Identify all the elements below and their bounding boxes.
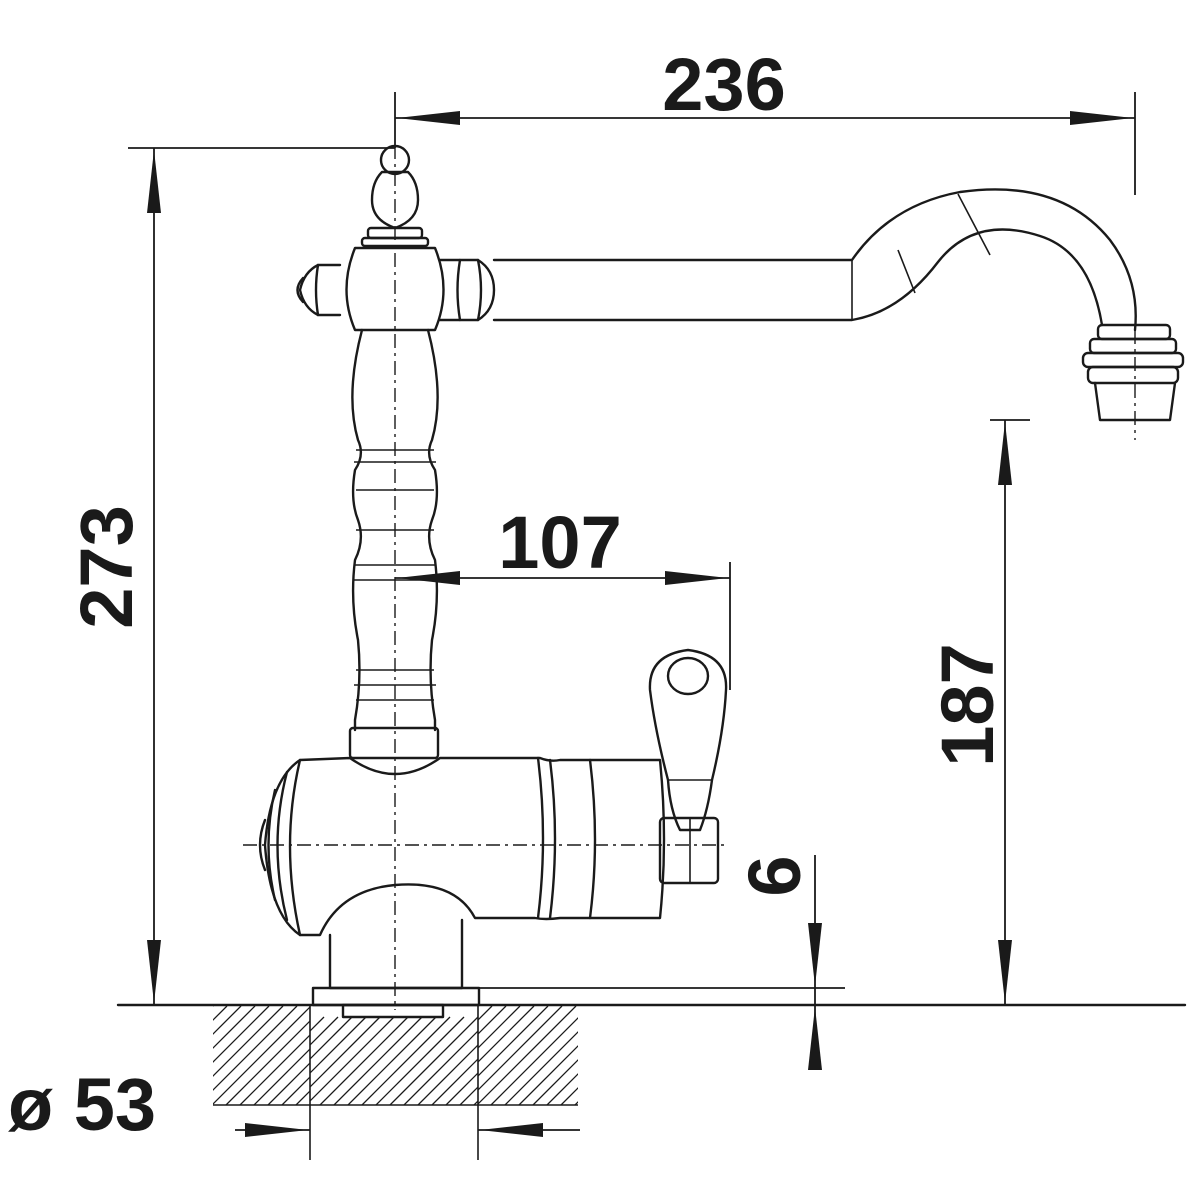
hatch-line bbox=[574, 1101, 578, 1105]
hatch-line bbox=[295, 1090, 310, 1105]
hatch-line bbox=[338, 1006, 437, 1105]
hatch-line bbox=[310, 1016, 339, 1046]
lever-distance-label: 107 bbox=[498, 501, 621, 584]
hatch-line bbox=[478, 1006, 535, 1063]
hatch-line bbox=[603, 1006, 702, 1105]
hatch-line bbox=[431, 1058, 478, 1105]
hatch-line bbox=[389, 1016, 478, 1105]
hatch-line bbox=[560, 1087, 578, 1105]
mount-neck bbox=[311, 918, 481, 1019]
head-hub bbox=[296, 246, 496, 332]
hatch-line bbox=[380, 1006, 479, 1105]
hatch-line bbox=[518, 1045, 578, 1105]
dimension-lever-distance: 107 bbox=[395, 501, 731, 690]
dimension-spout-height: 187 bbox=[926, 419, 1030, 1005]
hatch-line bbox=[310, 1016, 353, 1060]
hatch-line bbox=[546, 1073, 578, 1105]
hatch-line bbox=[589, 1006, 688, 1105]
hole-diameter-label: ø 53 bbox=[8, 1063, 156, 1146]
hatch-line bbox=[310, 1016, 367, 1074]
hatch-line bbox=[319, 1016, 409, 1105]
hatch-line bbox=[267, 1062, 310, 1105]
hatch-line bbox=[213, 1006, 270, 1063]
hatch-line bbox=[478, 1006, 507, 1035]
hatch-line bbox=[225, 1020, 310, 1105]
hatch-line bbox=[309, 1104, 310, 1105]
hatch-line bbox=[617, 1006, 716, 1105]
mixer-body bbox=[258, 756, 720, 937]
hatch-line bbox=[253, 1048, 310, 1105]
hatch-line bbox=[645, 1006, 744, 1105]
hatching-left bbox=[213, 1006, 479, 1105]
hatch-line bbox=[366, 1006, 465, 1105]
dimension-hole-diameter: ø 53 bbox=[8, 1063, 580, 1146]
hatch-line bbox=[459, 1086, 478, 1105]
countertop-section bbox=[116, 1003, 1187, 1160]
total-height-label: 273 bbox=[65, 505, 148, 628]
hatch-line bbox=[352, 1006, 451, 1105]
hatch-line bbox=[361, 1016, 451, 1105]
hatch-line bbox=[478, 1006, 563, 1091]
hatch-line bbox=[347, 1016, 437, 1105]
aerator bbox=[1081, 323, 1185, 422]
hatching-middle bbox=[310, 1016, 646, 1105]
column bbox=[348, 328, 440, 760]
hatch-line bbox=[213, 1006, 310, 1105]
hatch-line bbox=[333, 1016, 423, 1105]
hatch-line bbox=[324, 1006, 423, 1105]
hatching-right bbox=[478, 1006, 772, 1105]
hatch-line bbox=[504, 1031, 578, 1105]
hatch-line bbox=[631, 1006, 730, 1105]
hatch-line bbox=[445, 1072, 478, 1105]
lever-handle bbox=[648, 648, 728, 832]
hatch-line bbox=[544, 1017, 632, 1105]
faucet-outline bbox=[258, 144, 1185, 1019]
hatch-line bbox=[375, 1016, 465, 1105]
spout-height-label: 187 bbox=[926, 643, 1009, 766]
spout bbox=[492, 188, 1137, 332]
dimension-mount-offset: 6 bbox=[479, 855, 845, 1070]
spout-reach-label: 236 bbox=[662, 43, 785, 126]
hatch-line bbox=[213, 1006, 284, 1077]
hatch-line bbox=[310, 1016, 395, 1102]
hatch-line bbox=[659, 1006, 758, 1105]
hatch-line bbox=[478, 1006, 479, 1007]
hatch-line bbox=[213, 1006, 256, 1049]
hatch-line bbox=[310, 1016, 381, 1088]
hatch-line bbox=[478, 1006, 549, 1077]
dimension-total-height: 273 bbox=[65, 147, 395, 1005]
hatch-line bbox=[490, 1017, 578, 1105]
hatch-line bbox=[239, 1034, 310, 1105]
hatch-line bbox=[417, 1044, 478, 1105]
hatch-line bbox=[478, 1006, 493, 1021]
hatch-line bbox=[532, 1059, 578, 1105]
hatch-line bbox=[673, 1006, 772, 1105]
hatch-line bbox=[281, 1076, 310, 1105]
dimension-spout-reach: 236 bbox=[394, 43, 1136, 195]
mount-offset-label: 6 bbox=[733, 855, 816, 896]
hatch-line bbox=[213, 1006, 242, 1035]
hatch-line bbox=[478, 1006, 577, 1105]
hatch-line bbox=[310, 1017, 311, 1018]
hatch-line bbox=[478, 1006, 521, 1049]
hatch-line bbox=[558, 1017, 646, 1105]
hatch-line bbox=[213, 1006, 298, 1091]
